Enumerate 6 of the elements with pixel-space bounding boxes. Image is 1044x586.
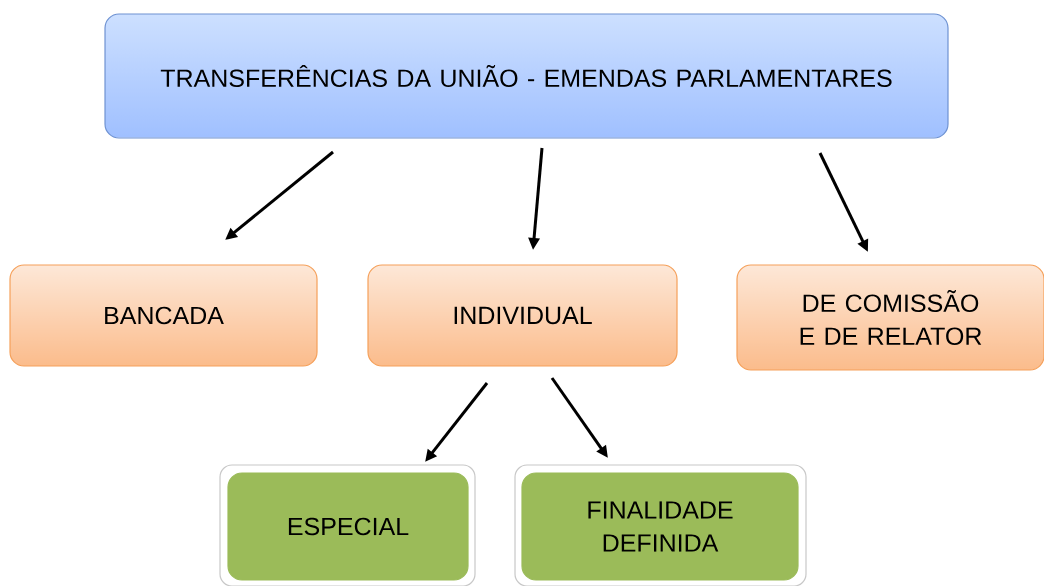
title-box: TRANSFERÊNCIAS DA UNIÃO - EMENDAS PARLAMENTARES [104,13,949,139]
subcategory-box: FINALIDADE DEFINIDA [514,464,807,586]
category-box: INDIVIDUAL [367,264,678,367]
subcategory-box: ESPECIAL [219,464,476,586]
category-box: DE COMISSÃO E DE RELATOR [736,264,1044,371]
category-box: BANCADA [9,264,318,367]
